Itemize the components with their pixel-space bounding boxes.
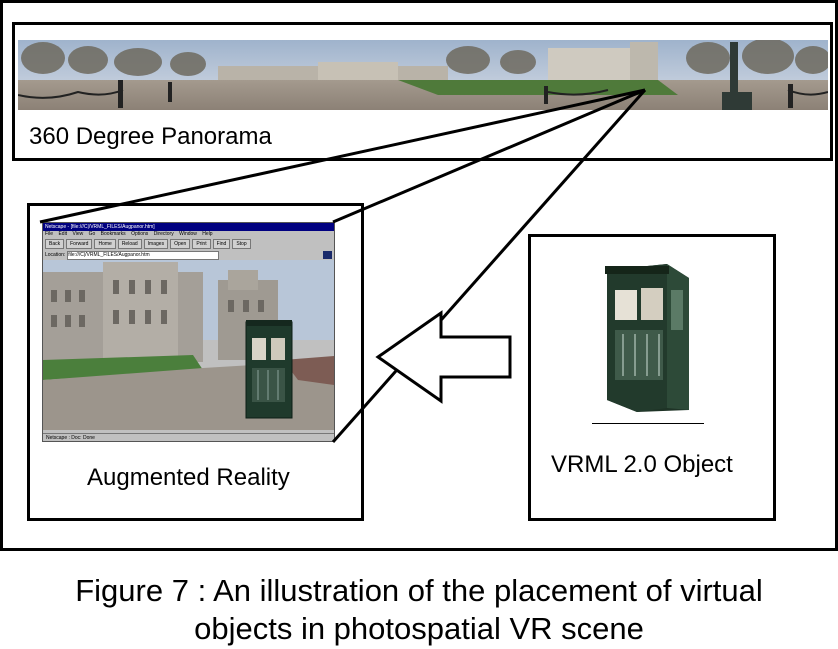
browser-status-bar: Netscape : Doc: Done — [43, 433, 334, 441]
browser-title-bar: Netscape - [file:///C|/VRML_FILES/Augpan… — [43, 223, 334, 231]
browser-location-bar: Location: file:///C|/VRML_FILES/Augpanor… — [43, 250, 334, 260]
toolbar-forward-button[interactable]: Forward — [66, 239, 93, 249]
status-text: Netscape : Doc: Done — [46, 435, 95, 441]
vrml-divider — [592, 423, 704, 424]
location-input[interactable]: file:///C|/VRML_FILES/Augpanor.htm — [67, 250, 220, 260]
figure-frame — [0, 0, 838, 551]
connector-line-bottom — [331, 89, 647, 443]
panorama-label: 360 Degree Panorama — [29, 123, 272, 150]
toolbar-reload-button[interactable]: Reload — [117, 239, 142, 249]
phone-booth-object — [597, 260, 697, 415]
connector-overlay — [39, 88, 647, 443]
menu-item-window[interactable]: Window — [179, 231, 197, 237]
browser-toolbar: Back Forward Home Reload Images Open Pri… — [43, 238, 334, 250]
toolbar-open-button[interactable]: Open — [170, 239, 191, 249]
menu-item-edit[interactable]: Edit — [58, 231, 68, 237]
menu-item-go[interactable]: Go — [88, 231, 96, 237]
menu-item-file[interactable]: File — [45, 231, 54, 237]
panorama-image — [18, 40, 828, 110]
menu-item-options[interactable]: Options — [131, 231, 149, 237]
toolbar-images-button[interactable]: Images — [143, 239, 169, 249]
browser-title: Netscape - [file:///C|/VRML_FILES/Augpan… — [45, 224, 155, 230]
browser-window: Netscape - [file:///C|/VRML_FILES/Augpan… — [42, 222, 335, 442]
augmented-scene — [43, 260, 334, 430]
menu-item-view[interactable]: View — [72, 231, 84, 237]
netscape-logo-icon — [323, 251, 332, 259]
connector-line-top-left — [39, 88, 646, 224]
menu-item-bookmarks[interactable]: Bookmarks — [100, 231, 126, 237]
toolbar-home-button[interactable]: Home — [94, 239, 116, 249]
connector-line-top-right — [332, 88, 646, 224]
caption-line-1: Figure 7 : An illustration of the placem… — [75, 573, 763, 608]
toolbar-back-button[interactable]: Back — [45, 239, 65, 249]
browser-menu-bar: File Edit View Go Bookmarks Options Dire… — [43, 231, 334, 238]
vrml-object-label: VRML 2.0 Object — [551, 451, 733, 478]
placement-arrow-icon — [375, 310, 512, 404]
location-label: Location: — [45, 252, 66, 258]
toolbar-stop-button[interactable]: Stop — [232, 239, 251, 249]
toolbar-find-button[interactable]: Find — [212, 239, 231, 249]
augmented-reality-label: Augmented Reality — [87, 464, 290, 491]
toolbar-print-button[interactable]: Print — [192, 239, 211, 249]
figure-caption: Figure 7 : An illustration of the placem… — [0, 572, 838, 648]
caption-line-2: objects in photospatial VR scene — [194, 611, 644, 646]
menu-item-directory[interactable]: Directory — [153, 231, 174, 237]
menu-item-help[interactable]: Help — [202, 231, 213, 237]
